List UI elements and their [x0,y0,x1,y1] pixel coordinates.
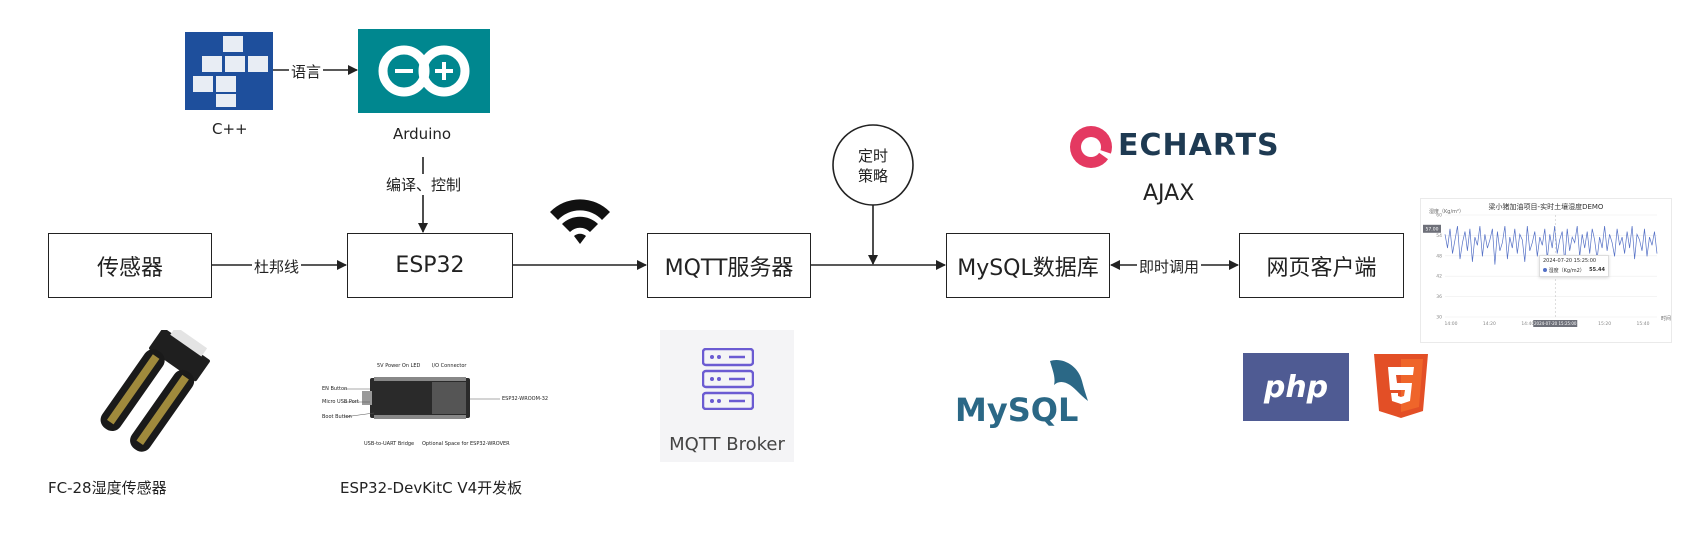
wifi-icon [550,199,610,244]
timer-line-2: 策略 [857,167,888,185]
mqtt-broker-caption: MQTT Broker [669,434,785,455]
devkit-caption: ESP32-DevKitC V4开发板 [340,479,523,497]
chart-title: 梁小猪加油项目-实时土壤湿度DEMO [1488,203,1604,211]
fc28-caption: FC-28湿度传感器 [48,479,167,497]
edge-label-compile: 编译、控制 [384,174,464,195]
devkit-module: ESP32-WROOM-32 [502,396,549,402]
devkit-micro-usb: Micro USB Port [322,399,359,405]
echarts-wordmark: ECHARTS [1118,128,1280,163]
php-wordmark: php [1263,369,1329,405]
echarts-icon [1070,126,1112,168]
node-web: 网页客户端 [1239,233,1404,298]
dolphin-icon [1050,359,1088,401]
php-logo: php [1243,353,1349,421]
chart-x-tick: 15:20 [1598,321,1611,327]
node-web-label: 网页客户端 [1266,255,1377,281]
chart-x-pointer-label: 2024-07-20 15:25:00 [1534,321,1577,326]
devkit-boot-button: Boot Button [322,414,352,420]
arduino-infinity-icon [378,45,470,97]
node-sensor: 传感器 [48,233,212,298]
devkit-io-connector: I/O Connector [432,363,467,369]
chart-tooltip: 2024-07-20 15:25:00 湿度（Kg/m2） 55.44 [1539,255,1609,277]
humidity-chart: 梁小猪加油项目-实时土壤湿度DEMO 湿度（Kg/m²） 时间 60 54 48 42… [1420,198,1672,343]
arduino-logo [358,29,490,113]
devkit-power-led: 5V Power On LED [377,363,421,369]
cpp-logo [185,32,273,110]
node-mqtt-label: MQTT服务器 [664,255,794,281]
chart-y-tick: 36 [1436,294,1442,300]
chart-y-tick: 60 [1436,213,1442,219]
tooltip-time: 2024-07-20 15:25:00 [1543,258,1597,264]
chart-x-tick: 14:20 [1483,321,1496,327]
chart-y-pointer-tag [1423,224,1441,233]
ajax-caption: AJAX [1143,181,1195,206]
devkit-en-button: EN Button [322,386,348,392]
tooltip-value: 55.44 [1589,267,1605,273]
chart-y-tick: 48 [1436,253,1442,259]
server-stack-icon [702,348,754,410]
edge-label-language: 语言 [289,61,324,82]
tooltip-dot-icon [1543,268,1547,272]
chart-y-tick: 42 [1436,274,1442,280]
chart-x-tick: 15:40 [1637,321,1650,327]
edge-label-dupont: 杜邦线 [252,256,302,277]
html5-icon [1374,354,1428,418]
chart-xlabel: 时间 [1661,316,1672,322]
node-mysql-label: MySQL数据库 [957,255,1099,281]
devkit-board-icon [343,377,500,419]
cpp-caption: C++ [212,120,248,138]
chart-plot: 60544842363014:0014:2014:4015:0015:2015:… [1423,213,1658,327]
devkit-image: 5V Power On LED I/O Connector EN Button … [322,355,552,450]
node-esp32: ESP32 [347,233,513,298]
fc28-sensor-image [100,330,210,452]
chart-y-tick: 30 [1436,315,1442,321]
devkit-usb-uart: USB-to-UART Bridge [364,441,415,447]
mqtt-broker-tile: MQTT Broker [660,330,794,462]
devkit-optional-space: Optional Space for ESP32-WROVER [422,441,510,447]
tooltip-series: 湿度（Kg/m2） [1548,268,1585,274]
chart-x-tick: 14:40 [1521,321,1534,327]
mysql-logo: MySQL [955,355,1105,445]
chart-x-tick: 14:00 [1445,321,1458,327]
chart-y-tick: 54 [1436,233,1442,239]
node-esp32-label: ESP32 [395,253,465,278]
tooltip-row: 湿度（Kg/m2） 55.44 [1543,267,1605,274]
cpp-cross-icon [193,36,268,107]
edge-label-realtime: 即时调用 [1137,256,1202,277]
mysql-wordmark: MySQL [955,391,1079,429]
timer-label: 定时 策略 [843,146,903,186]
chart-y-pointer-label: 57.00 [1426,226,1439,232]
node-sensor-label: 传感器 [96,255,163,281]
chart-series-line [1444,225,1658,265]
node-mysql: MySQL数据库 [946,233,1110,298]
chart-ylabel: 湿度（Kg/m²） [1429,209,1465,215]
chart-x-pointer-tag [1533,320,1578,327]
timer-line-1: 定时 [857,147,888,165]
node-mqtt: MQTT服务器 [647,233,811,298]
arduino-caption: Arduino [393,125,452,143]
